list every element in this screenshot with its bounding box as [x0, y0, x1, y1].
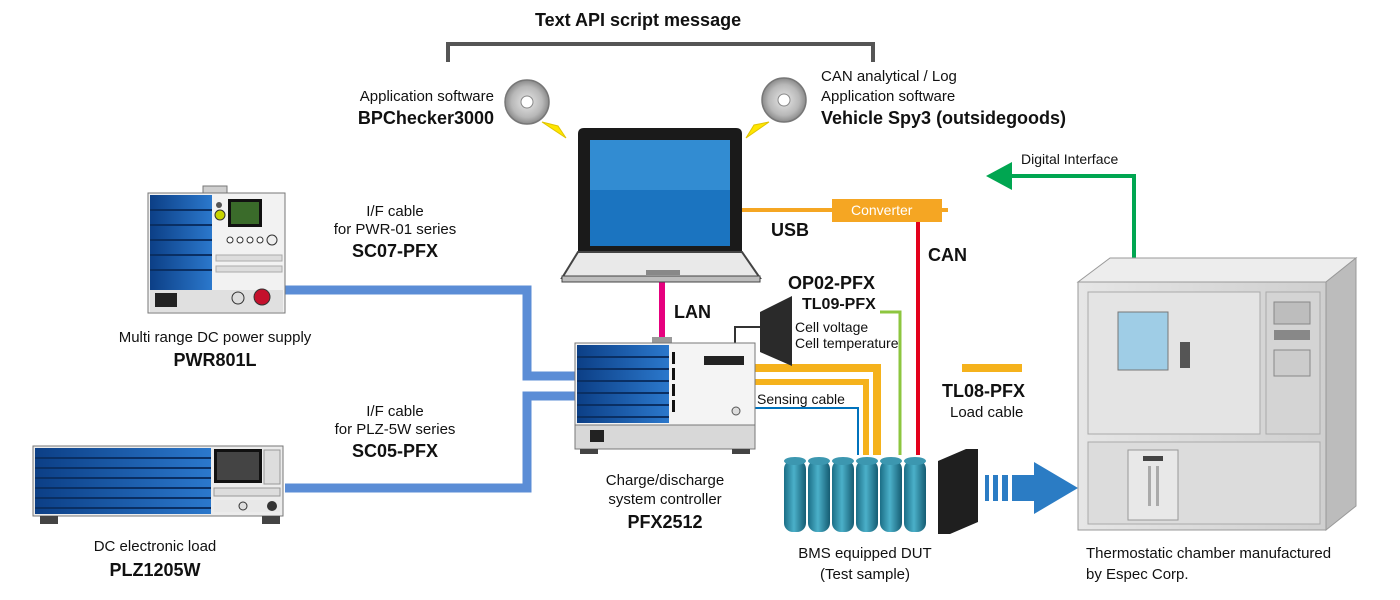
converter-box — [832, 199, 942, 222]
electronic-load-desc: DC electronic load — [93, 538, 217, 555]
power-supply-icon — [147, 185, 286, 314]
left-software-label: Application software — [359, 88, 494, 105]
power-supply-desc: Multi range DC power supply — [118, 329, 312, 346]
dut-label-2: (Test sample) — [819, 566, 911, 583]
left-software-name: BPChecker3000 — [357, 108, 494, 128]
to-chamber-arrow-icon — [985, 462, 1078, 514]
cell-voltage-label: Cell voltage — [795, 319, 869, 335]
pwr-cable-model: SC07-PFX — [351, 241, 439, 261]
converter-label: Converter — [851, 202, 913, 218]
op02-connector — [760, 296, 792, 366]
cell-temperature-label: Cell temperature — [795, 335, 899, 351]
power-cable-1 — [755, 364, 881, 455]
arrow-icon-right-software — [745, 121, 770, 139]
plz-cable-label-1: I/F cable — [366, 403, 424, 420]
right-software-name: Vehicle Spy3 (outsidegoods) — [821, 108, 1067, 128]
cable-pwr — [285, 285, 580, 381]
tl09-label: TL09-PFX — [802, 296, 876, 313]
sensing-cable — [755, 407, 859, 455]
dut-label-1: BMS equipped DUT — [798, 545, 932, 562]
sensing-cable-label: Sensing cable — [757, 391, 845, 407]
text-api-title: Text API script message — [535, 10, 742, 30]
chamber-icon — [1076, 256, 1358, 532]
digital-interface-arrow-icon — [986, 162, 1012, 190]
chamber-label-2: by Espec Corp. — [1086, 566, 1189, 583]
plz-cable-label-2: for PLZ-5W series — [334, 421, 456, 438]
arrow-icon-left-software — [541, 121, 567, 139]
pwr-cable-label-2: for PWR-01 series — [333, 221, 457, 238]
laptop-icon — [560, 128, 762, 283]
power-cable-2 — [755, 379, 869, 455]
text-api-bracket — [446, 42, 875, 62]
cable-plz — [285, 391, 580, 493]
disc-icon-right — [761, 77, 807, 123]
battery-pack-icon — [784, 449, 978, 534]
lan-label: LAN — [674, 302, 711, 322]
load-cable-label: Load cable — [950, 404, 1024, 421]
right-software-label-2: Application software — [821, 88, 956, 105]
chamber-label-1: Thermostatic chamber manufactured — [1086, 545, 1332, 562]
controller-desc-2: system controller — [608, 491, 722, 508]
can-label: CAN — [928, 245, 967, 265]
electronic-load-icon — [32, 445, 284, 524]
digital-interface-label: Digital Interface — [1021, 151, 1119, 167]
plz-cable-model: SC05-PFX — [351, 441, 439, 461]
power-supply-model: PWR801L — [173, 350, 257, 370]
op02-cable — [734, 326, 760, 344]
right-software-label-1: CAN analytical / Log — [821, 68, 957, 85]
controller-model: PFX2512 — [627, 512, 703, 532]
electronic-load-model: PLZ1205W — [109, 560, 201, 580]
op02-label: OP02-PFX — [788, 273, 876, 293]
controller-desc-1: Charge/discharge — [605, 472, 725, 489]
disc-icon-left — [504, 79, 550, 125]
digital-interface-line — [1012, 174, 1136, 258]
tl08-swatch — [962, 364, 1022, 372]
tl08-label: TL08-PFX — [942, 381, 1026, 401]
usb-label: USB — [771, 220, 810, 240]
pwr-cable-label-1: I/F cable — [366, 203, 424, 220]
tl09-line — [880, 310, 902, 455]
controller-icon — [574, 337, 756, 454]
